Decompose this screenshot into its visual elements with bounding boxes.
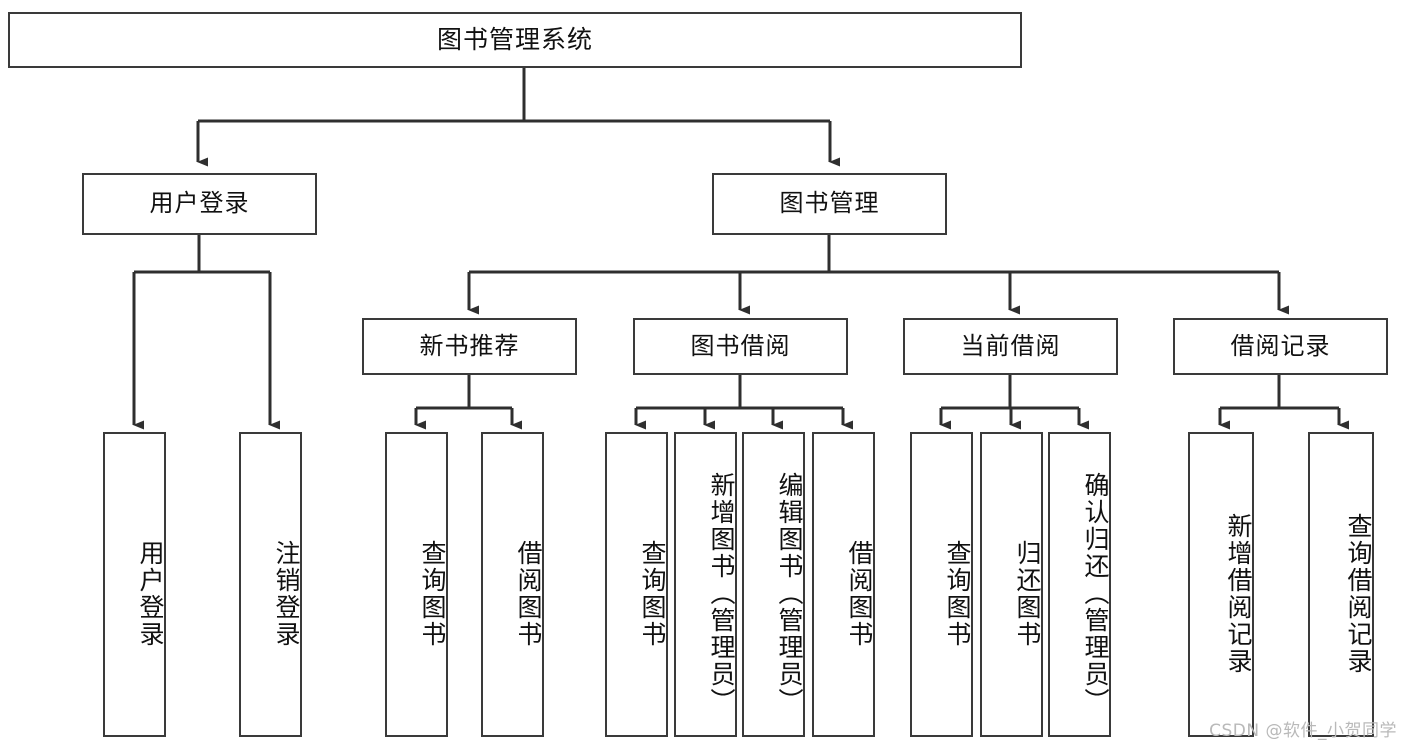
leaf-book-borrow-query[interactable]: 查询图书 [605,432,668,737]
node-root-system[interactable]: 图书管理系统 [8,12,1022,68]
node-user-login[interactable]: 用户登录 [82,173,317,235]
leaf-new-book-borrow[interactable]: 借阅图书 [481,432,544,737]
leaf-user-login-login[interactable]: 用户登录 [103,432,166,737]
node-label: 新增借阅记录 [1224,512,1253,675]
node-label: 图书借阅 [690,331,791,360]
node-book-borrow[interactable]: 图书借阅 [633,318,848,375]
node-label: 用户登录 [136,539,165,648]
node-label: 新书推荐 [419,331,520,360]
leaf-book-borrow-edit[interactable]: 编辑图书（管理员） [742,432,805,737]
node-label: 借阅记录 [1230,331,1331,360]
node-label: 归还图书 [1013,539,1042,648]
node-label: 新增图书（管理员） [707,472,736,715]
node-label: 查询图书 [943,539,972,648]
node-current-borrow[interactable]: 当前借阅 [903,318,1118,375]
node-label: 查询图书 [638,539,667,648]
leaf-current-borrow-return[interactable]: 归还图书 [980,432,1043,737]
node-label: 借阅图书 [514,539,543,648]
leaf-new-book-query[interactable]: 查询图书 [385,432,448,737]
leaf-book-borrow-borrow[interactable]: 借阅图书 [812,432,875,737]
node-label: 借阅图书 [845,539,874,648]
node-book-management[interactable]: 图书管理 [712,173,947,235]
node-label: 注销登录 [272,539,301,648]
node-label: 图书管理系统 [436,24,593,54]
leaf-borrow-record-add[interactable]: 新增借阅记录 [1188,432,1254,737]
node-label: 用户登录 [149,189,250,218]
leaf-user-login-logout[interactable]: 注销登录 [239,432,302,737]
node-label: 图书管理 [779,189,880,218]
node-label: 查询图书 [418,539,447,648]
node-label: 查询借阅记录 [1344,512,1373,675]
node-borrow-record[interactable]: 借阅记录 [1173,318,1388,375]
node-label: 确认归还（管理员） [1081,472,1110,715]
node-new-book-recommend[interactable]: 新书推荐 [362,318,577,375]
leaf-book-borrow-add[interactable]: 新增图书（管理员） [674,432,737,737]
leaf-current-borrow-confirm-return[interactable]: 确认归还（管理员） [1048,432,1111,737]
leaf-current-borrow-query[interactable]: 查询图书 [910,432,973,737]
leaf-borrow-record-query[interactable]: 查询借阅记录 [1308,432,1374,737]
csdn-watermark: CSDN @软件_小贺同学 [1209,721,1397,741]
node-label: 编辑图书（管理员） [775,472,804,715]
node-label: 当前借阅 [960,331,1061,360]
